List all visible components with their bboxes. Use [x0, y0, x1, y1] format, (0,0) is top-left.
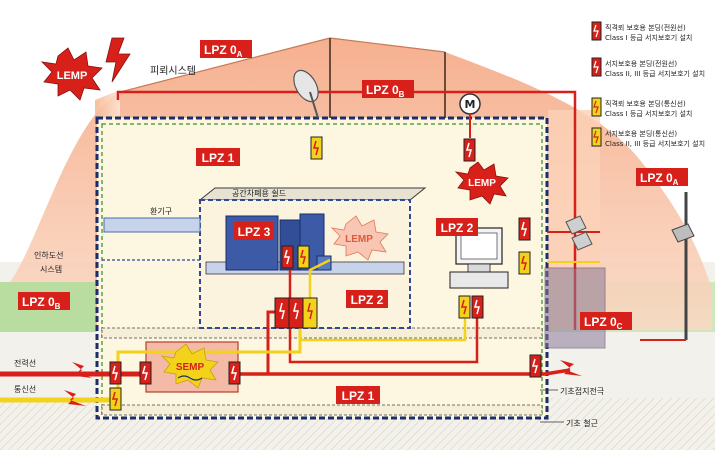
lemp-burst-left: LEMP: [40, 47, 103, 101]
legend-item-1: 직격뢰 보호용 본딩(전원선) Class I 등급 서지보호기 설치: [591, 21, 692, 42]
svg-text:LPZ 0B: LPZ 0B: [22, 295, 61, 311]
spd-lpz3: [281, 245, 294, 269]
pc-screen: [460, 232, 498, 260]
svg-text:Class I 등급 서지보호기 설치: Class I 등급 서지보호기 설치: [605, 109, 692, 118]
spd-motor: [463, 138, 476, 162]
label-foundation-electrode: 기초접지전극: [560, 386, 604, 396]
label-comm-line: 통신선: [14, 385, 36, 394]
lightning-bolt-power-icon: [72, 360, 582, 378]
svg-text:직격뢰 보호용 본딩(통신선): 직격뢰 보호용 본딩(통신선): [605, 99, 686, 108]
catenary-wire-left: [119, 37, 331, 93]
svg-text:LEMP: LEMP: [57, 70, 88, 82]
svg-text:서지보호용 본딩(통신선): 서지보호용 본딩(통신선): [605, 129, 677, 138]
lightning-bolt-comm-icon: [64, 390, 86, 406]
zone-lpz0b-left: LPZ 0B: [18, 292, 70, 311]
power-line-internal: [238, 368, 571, 376]
svg-text:Class I 등급 서지보호기 설치: Class I 등급 서지보호기 설치: [605, 33, 692, 42]
label-down-conductor-1: 인하도선: [34, 250, 63, 260]
svg-text:Class II, III 등급 서지보호기 설치: Class II, III 등급 서지보호기 설치: [605, 139, 705, 148]
zone-lpz1-lower: LPZ 1: [336, 386, 380, 404]
comm-to-servers: [308, 258, 331, 300]
label-shield-room: 공간차폐용 쉴드: [232, 188, 286, 198]
zone-lpz0a-right: LPZ 0A: [636, 168, 688, 187]
label-ventilation: 환기구: [150, 206, 172, 216]
svg-text:M: M: [465, 98, 476, 111]
svg-text:LPZ 0A: LPZ 0A: [204, 43, 243, 59]
svg-text:LPZ 2: LPZ 2: [441, 221, 474, 235]
comm-to-pc: [300, 318, 467, 342]
spd-entry-comm: [109, 387, 122, 411]
svg-text:서지보호용 본딩(전원선): 서지보호용 본딩(전원선): [605, 59, 677, 68]
svg-text:LPZ 1: LPZ 1: [202, 151, 235, 165]
spd-semp-right: [228, 361, 241, 385]
zone-lpz0b-roof: LPZ 0B: [362, 80, 414, 99]
spd-pc: [458, 295, 484, 319]
svg-text:LPZ 2: LPZ 2: [351, 293, 384, 307]
legend: 직격뢰 보호용 본딩(전원선) Class I 등급 서지보호기 설치 서지보호…: [591, 21, 705, 148]
svg-text:LEMP: LEMP: [345, 234, 373, 245]
ventilation-duct: [103, 217, 201, 233]
satellite-dish-icon: [293, 69, 319, 119]
spd-roof: [310, 136, 323, 160]
wall-lamp-icon: [565, 215, 593, 251]
svg-text:SEMP: SEMP: [176, 362, 205, 373]
svg-text:LPZ 1: LPZ 1: [342, 389, 375, 403]
legend-item-3: 직격뢰 보호용 본딩(통신선) Class I 등급 서지보호기 설치: [591, 97, 692, 118]
svg-text:LEMP: LEMP: [468, 178, 496, 189]
lemp-burst-inner: LEMP: [330, 215, 389, 261]
semp-burst: SEMP: [160, 343, 219, 389]
svg-text:LPZ 0C: LPZ 0C: [584, 315, 623, 331]
label-lightning-system: 피뢰시스템: [150, 65, 196, 77]
spd-wall-right: [518, 217, 531, 275]
spd-lpz3-comm: [297, 245, 310, 269]
svg-text:직격뢰 보호용 본딩(전원선): 직격뢰 보호용 본딩(전원선): [605, 23, 686, 32]
label-power-line: 전력선: [14, 358, 36, 368]
lightning-bolt-icon: [105, 37, 131, 83]
zone-lpz0a-top: LPZ 0A: [200, 40, 252, 59]
spd-exit-right: [529, 354, 542, 378]
catenary-wire-right: [329, 37, 446, 53]
zone-lpz1-upper: LPZ 1: [196, 148, 240, 166]
label-down-conductor-2: 시스템: [40, 264, 62, 274]
legend-item-4: 서지보호용 본딩(통신선) Class II, III 등급 서지보호기 설치: [591, 127, 705, 148]
building-inner-green: [101, 123, 543, 415]
svg-text:LPZ 3: LPZ 3: [238, 225, 271, 239]
foundation-slab: [101, 404, 543, 416]
svg-text:LPZ 0A: LPZ 0A: [640, 171, 679, 187]
lemp-burst-center: LEMP: [454, 161, 509, 205]
power-loop: [288, 318, 479, 364]
svg-text:Class II, III 등급 서지보호기 설치: Class II, III 등급 서지보호기 설치: [605, 69, 705, 78]
zone-lpz0c: LPZ 0C: [580, 312, 632, 331]
spd-semp-left: [139, 361, 152, 385]
pc-keyboard: [449, 271, 509, 289]
street-lamp-icon: [640, 192, 695, 341]
spd-entry-power: [109, 361, 122, 385]
adjacent-structure: [544, 267, 606, 349]
label-foundation-rebar: 기초 철근: [566, 418, 598, 428]
spd-cluster: [274, 297, 318, 329]
svg-text:LPZ 0B: LPZ 0B: [366, 83, 405, 99]
zone-lpz2-center: LPZ 2: [346, 290, 388, 308]
zone-lpz3: LPZ 3: [234, 222, 274, 240]
legend-item-2: 서지보호용 본딩(전원선) Class II, III 등급 서지보호기 설치: [591, 57, 705, 78]
pc-stand: [467, 263, 491, 273]
roof-conductor: [116, 90, 577, 115]
zone-lpz2-right: LPZ 2: [436, 218, 478, 236]
motor-icon: M: [459, 93, 481, 138]
